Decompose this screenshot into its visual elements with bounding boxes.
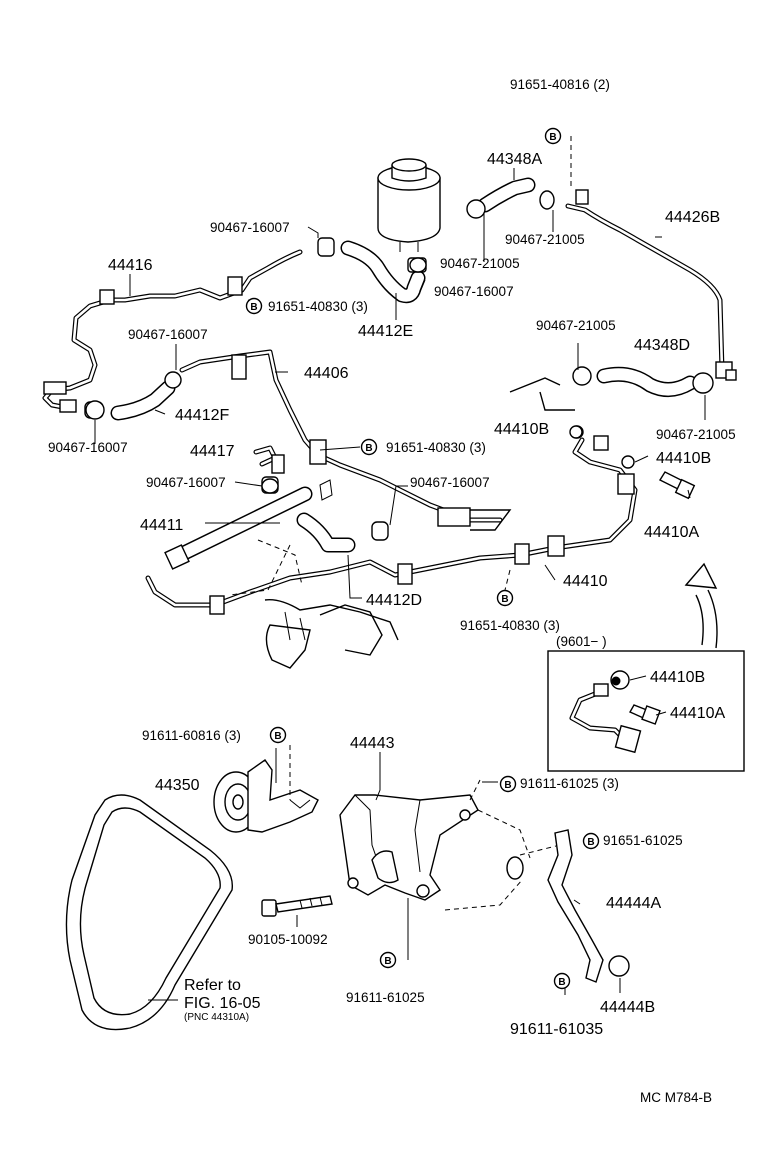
label-44412D: 44412D [366,592,422,609]
label-90467-16007-e: 90467-16007 [146,475,226,490]
bolt-marker-text: B [549,132,556,143]
label-44410: 44410 [563,573,608,590]
reservoir-tank [377,158,441,252]
label-44348D: 44348D [634,337,690,354]
label-90467-21005-d: 90467-21005 [656,427,736,442]
bolt-marker-text: B [365,443,372,454]
hose-44412E [317,237,427,318]
pipe-44426B [565,189,737,381]
label-90467-16007-a: 90467-16007 [210,220,290,235]
label-90467-16007-c: 90467-16007 [434,284,514,299]
leader-lines [94,136,706,1001]
hose-44412D [296,512,389,553]
label-91651-40830-c: 91651-40830 (3) [460,618,560,633]
label-44412E: 44412E [358,323,413,340]
bolt-marker-text: B [250,302,257,313]
clamp-90467-16007-c [409,257,427,273]
bolt-marker-text: B [384,956,391,967]
label-91611-61025-a: 91611-61025 (3) [520,776,619,791]
clamp-90467-16007-f [261,478,279,494]
label-44411: 44411 [140,517,183,534]
inset-box-9601 [547,650,745,772]
label-44348A: 44348A [487,151,542,168]
label-44410B-c: 44410B [650,669,705,686]
bolt-44410A [658,471,696,500]
bolt-marker-text: B [587,837,594,848]
label-44410A-b: 44410A [670,705,725,722]
stay-44444A [519,829,604,983]
label-91651-61025: 91651-61025 [603,833,683,848]
label-91611-60816: 91611-60816 (3) [142,728,241,743]
label-91611-61035: 91611-61035 [510,1021,603,1038]
label-refer-to: Refer to [184,977,241,994]
label-44406: 44406 [304,365,349,382]
bolt-marker-text: B [501,594,508,605]
label-90467-16007-f: 90467-16007 [410,475,490,490]
fitting-44410B-lower [621,455,635,469]
inset-fitting [569,670,661,754]
label-90467-21005-c: 90467-21005 [536,318,616,333]
bolt-marker-text: B [558,977,565,988]
bolt-marker-text: B [274,731,281,742]
clamp-90467-16007-e [85,400,105,420]
label-44426B: 44426B [665,209,720,226]
label-44410B-b: 44410B [656,450,711,467]
bolt-marker-text: B [504,780,511,791]
label-91651-40830-a: 91651-40830 (3) [268,299,368,314]
pipe-44416 [42,249,303,413]
label-44350: 44350 [155,777,200,794]
label-90105-10092: 90105-10092 [248,932,328,947]
label-91611-61025-b: 91611-61025 [346,990,425,1005]
collar-44444B [608,955,630,977]
label-refer-fig: FIG. 16-05 [184,995,261,1012]
engine-outline [229,539,399,669]
label-9601: (9601− ) [556,634,607,649]
pipe-44410 [145,435,638,615]
pipe-44417 [253,445,285,474]
label-91651-40830-b: 91651-40830 (3) [386,440,486,455]
part-labels: 91651-40816 (2) 44348A 90467-21005 44426… [48,77,736,1105]
label-refer-pnc: (PNC 44310A) [184,1012,249,1023]
label-90467-16007-b: 90467-16007 [128,327,208,342]
label-90467-21005-a: 90467-21005 [505,232,585,247]
label-90467-16007-d: 90467-16007 [48,440,128,455]
label-44444B: 44444B [600,999,655,1016]
label-44410A-a: 44410A [644,524,699,541]
footer-code: MC M784-B [640,1090,712,1105]
label-44412F: 44412F [175,407,229,424]
bolt-90105-10092 [261,895,333,917]
hose-44348D [509,366,714,411]
bolt-marker-B: B B B B B B B B B [245,127,600,990]
label-91651-40816: 91651-40816 (2) [510,77,610,92]
label-44416: 44416 [108,257,153,274]
hose-44348A [466,168,555,219]
label-44443: 44443 [350,735,395,752]
pipe-44406 [179,349,512,531]
pump-44350 [213,745,319,833]
label-44410B-a: 44410B [494,421,549,438]
label-44417: 44417 [190,443,235,460]
arrow-up-icon [684,562,718,649]
drive-belt [65,794,234,1031]
label-90467-21005-b: 90467-21005 [440,256,520,271]
label-44444A: 44444A [606,895,661,912]
bracket-44443 [339,779,531,911]
